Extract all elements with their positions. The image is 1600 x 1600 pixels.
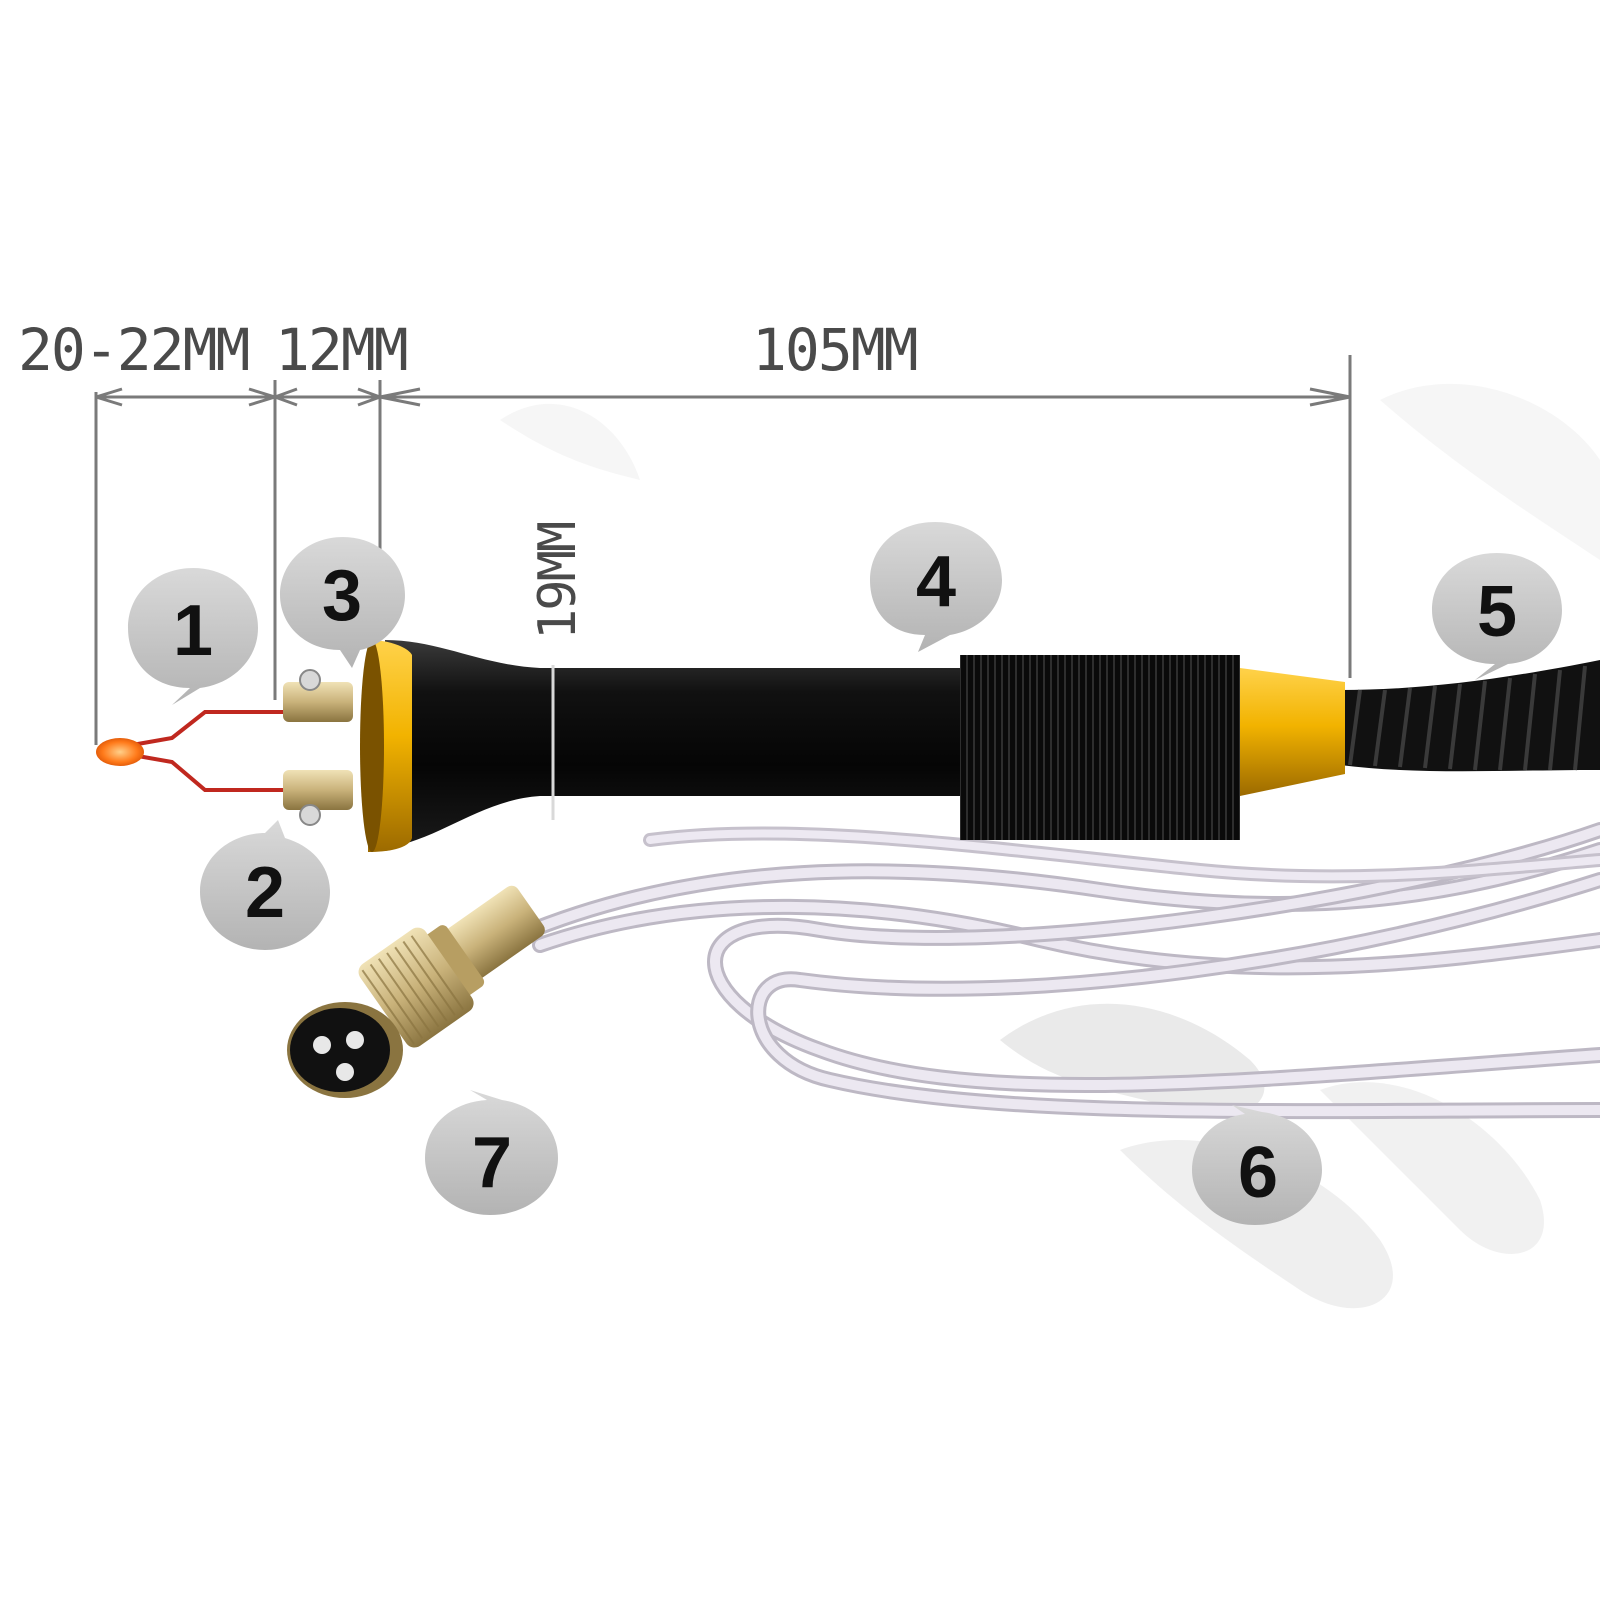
wire-tip [96, 710, 283, 792]
callout-5: 5 [1432, 553, 1562, 680]
dimension-collar-length: 12MM [275, 316, 407, 384]
callout-number: 6 [1238, 1133, 1278, 1213]
callout-4: 4 [870, 522, 1002, 652]
background-brush-art [500, 383, 1600, 1309]
braided-cable-sleeve [1340, 660, 1600, 772]
callout-number: 1 [173, 591, 213, 671]
callout-3: 3 [280, 537, 405, 668]
callout-number: 4 [916, 542, 956, 622]
brass-terminals [283, 669, 353, 826]
aviation-plug-connector [287, 885, 545, 1098]
dimension-handle-length: 105MM [752, 316, 917, 384]
power-cable [512, 822, 1600, 1120]
callout-7: 7 [425, 1090, 558, 1215]
callout-2: 2 [200, 820, 330, 950]
callout-6: 6 [1192, 1105, 1322, 1225]
callout-number: 3 [322, 556, 362, 636]
dimension-handle-diameter: 19MM [528, 522, 588, 640]
callout-number: 7 [472, 1123, 512, 1203]
callout-number: 5 [1477, 572, 1517, 652]
dimension-tip-length: 20-22MM [18, 316, 249, 384]
callout-1: 1 [128, 568, 258, 705]
callout-number: 2 [245, 853, 285, 933]
pen-handle [360, 640, 1600, 852]
